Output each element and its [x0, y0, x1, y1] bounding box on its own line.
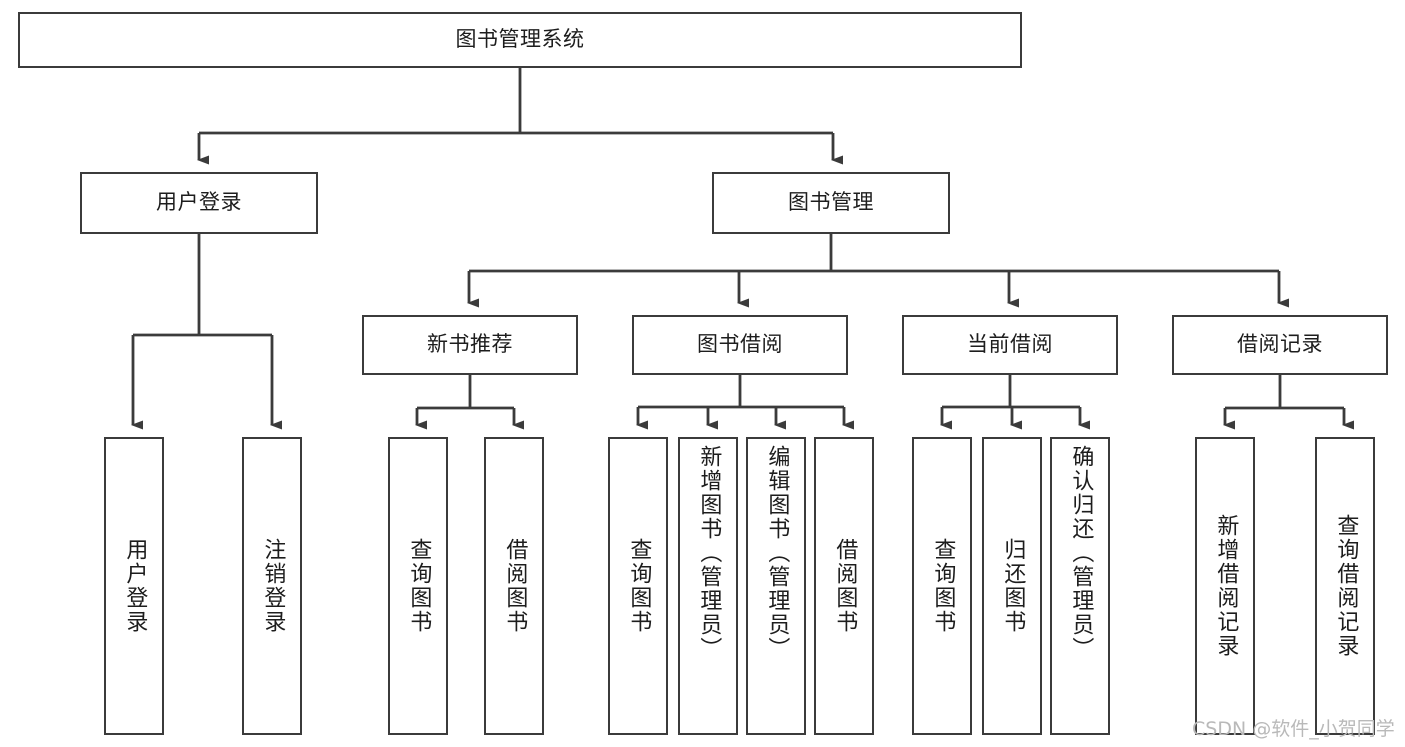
node-root-label: 图书管理系统 — [455, 27, 585, 52]
leaf-query-record-label: 查询借阅记录 — [1333, 514, 1359, 658]
leaf-query-book-recommend-label: 查询图书 — [406, 538, 432, 634]
leaf-edit-book-label: 编辑图书（管理员） — [764, 445, 790, 661]
leaf-user-login-label: 用户登录 — [122, 538, 148, 634]
node-borrow-record[interactable]: 借阅记录 — [1172, 315, 1388, 375]
node-book-manage[interactable]: 图书管理 — [712, 172, 950, 234]
leaf-return-book[interactable]: 归还图书 — [982, 437, 1042, 735]
leaf-add-record-label: 新增借阅记录 — [1213, 514, 1239, 658]
node-user-login-label: 用户登录 — [156, 190, 242, 215]
leaf-confirm-return-label: 确认归还（管理员） — [1068, 445, 1094, 661]
node-book-borrow-label: 图书借阅 — [697, 332, 783, 357]
leaf-query-book-borrow[interactable]: 查询图书 — [608, 437, 668, 735]
leaf-return-book-label: 归还图书 — [1000, 538, 1026, 634]
leaf-query-record[interactable]: 查询借阅记录 — [1315, 437, 1375, 735]
leaf-add-book-label: 新增图书（管理员） — [696, 445, 722, 661]
node-user-login[interactable]: 用户登录 — [80, 172, 318, 234]
node-book-manage-label: 图书管理 — [788, 190, 874, 215]
leaf-logout[interactable]: 注销登录 — [242, 437, 302, 735]
leaf-query-book-borrow-label: 查询图书 — [626, 538, 652, 634]
csdn-watermark: CSDN @软件_小贺同学 — [1192, 718, 1395, 740]
leaf-query-book-recommend[interactable]: 查询图书 — [388, 437, 448, 735]
leaf-borrow-book-recommend[interactable]: 借阅图书 — [484, 437, 544, 735]
node-book-borrow[interactable]: 图书借阅 — [632, 315, 848, 375]
leaf-user-login[interactable]: 用户登录 — [104, 437, 164, 735]
leaf-confirm-return[interactable]: 确认归还（管理员） — [1050, 437, 1110, 735]
node-root[interactable]: 图书管理系统 — [18, 12, 1022, 68]
leaf-query-book-current[interactable]: 查询图书 — [912, 437, 972, 735]
leaf-borrow-book-label: 借阅图书 — [832, 538, 858, 634]
leaf-logout-label: 注销登录 — [260, 538, 286, 634]
leaf-edit-book[interactable]: 编辑图书（管理员） — [746, 437, 806, 735]
leaf-query-book-current-label: 查询图书 — [930, 538, 956, 634]
node-new-book-recommend[interactable]: 新书推荐 — [362, 315, 578, 375]
node-borrow-record-label: 借阅记录 — [1237, 332, 1323, 357]
node-new-book-recommend-label: 新书推荐 — [427, 332, 513, 357]
leaf-borrow-book-recommend-label: 借阅图书 — [502, 538, 528, 634]
leaf-add-record[interactable]: 新增借阅记录 — [1195, 437, 1255, 735]
node-current-borrow[interactable]: 当前借阅 — [902, 315, 1118, 375]
leaf-borrow-book[interactable]: 借阅图书 — [814, 437, 874, 735]
leaf-add-book[interactable]: 新增图书（管理员） — [678, 437, 738, 735]
node-current-borrow-label: 当前借阅 — [967, 332, 1053, 357]
